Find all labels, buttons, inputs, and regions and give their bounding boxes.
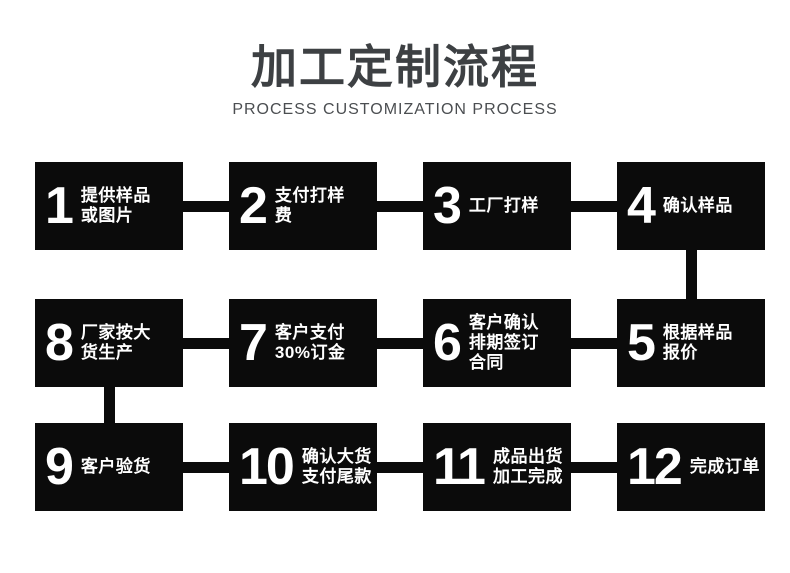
step-label: 客户验货 (80, 456, 151, 476)
step-label: 成品出货 加工完成 (492, 446, 563, 486)
step-number: 12 (627, 438, 683, 496)
step-number: 4 (627, 177, 656, 235)
connector-11-12 (571, 462, 617, 473)
step-number: 6 (433, 314, 462, 372)
step-number: 9 (45, 438, 74, 496)
step-box-4: 4 确认样品 (617, 162, 765, 250)
step-box-2: 2 支付打样 费 (229, 162, 377, 250)
step-number: 11 (433, 438, 486, 496)
connector-10-11 (377, 462, 423, 473)
step-number: 1 (45, 177, 74, 235)
step-label: 确认样品 (662, 195, 733, 215)
connector-4-5 (686, 249, 697, 300)
step-label: 客户确认 排期签订 合同 (468, 312, 539, 373)
step-label: 提供样品 或图片 (80, 185, 151, 225)
connector-3-4 (571, 201, 617, 212)
step-number: 10 (239, 438, 295, 496)
step-number: 2 (239, 177, 268, 235)
step-box-10: 10 确认大货 支付尾款 (229, 423, 377, 511)
connector-5-6 (571, 338, 617, 349)
step-number: 8 (45, 314, 74, 372)
step-label: 根据样品 报价 (662, 322, 733, 362)
connector-6-7 (377, 338, 423, 349)
connector-1-2 (183, 201, 229, 212)
step-box-11: 11 成品出货 加工完成 (423, 423, 571, 511)
step-number: 7 (239, 314, 268, 372)
step-label: 确认大货 支付尾款 (301, 446, 372, 486)
page-subtitle: PROCESS CUSTOMIZATION PROCESS (232, 101, 558, 119)
header: 加工定制流程 PROCESS CUSTOMIZATION PROCESS (0, 40, 790, 119)
step-box-5: 5 根据样品 报价 (617, 299, 765, 387)
step-label: 客户支付 30%订金 (274, 322, 346, 362)
step-number: 5 (627, 314, 656, 372)
step-box-3: 3 工厂打样 (423, 162, 571, 250)
step-label: 完成订单 (689, 456, 760, 476)
step-label: 支付打样 费 (274, 185, 345, 225)
connector-2-3 (377, 201, 423, 212)
step-box-9: 9 客户验货 (35, 423, 183, 511)
step-box-8: 8 厂家按大 货生产 (35, 299, 183, 387)
step-box-6: 6 客户确认 排期签订 合同 (423, 299, 571, 387)
connector-9-10 (183, 462, 229, 473)
connector-7-8 (183, 338, 229, 349)
step-box-12: 12 完成订单 (617, 423, 765, 511)
connector-8-9 (104, 385, 115, 424)
step-number: 3 (433, 177, 462, 235)
step-box-1: 1 提供样品 或图片 (35, 162, 183, 250)
step-box-7: 7 客户支付 30%订金 (229, 299, 377, 387)
page-title: 加工定制流程 (251, 41, 539, 93)
step-label: 工厂打样 (468, 195, 539, 215)
step-label: 厂家按大 货生产 (80, 322, 151, 362)
